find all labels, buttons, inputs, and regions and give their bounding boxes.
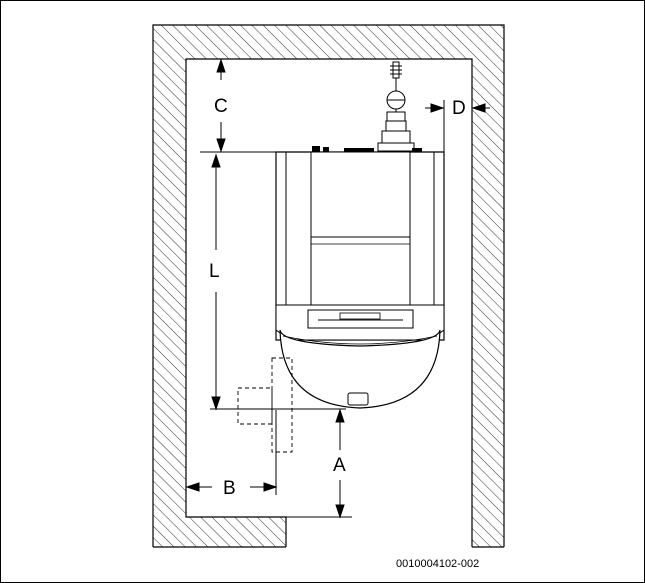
display-window — [347, 392, 369, 406]
wall-outline-outer — [152, 24, 505, 547]
valve-assembly — [377, 61, 415, 152]
wall-right — [472, 59, 504, 547]
label-l: L — [209, 261, 220, 282]
label-a: A — [333, 455, 346, 476]
wall-left — [153, 25, 186, 547]
wall-bottom-ledge — [186, 517, 286, 547]
wall-top — [186, 25, 504, 59]
label-c: C — [214, 96, 228, 117]
label-b: B — [223, 478, 236, 499]
wall-outline-inner — [185, 58, 473, 547]
label-d: D — [452, 98, 466, 119]
boiler-unit — [275, 61, 445, 409]
accessory-dashed-outline — [237, 357, 293, 453]
dimension-lines — [185, 58, 490, 519]
figure-code: 0010004102-002 — [396, 558, 479, 570]
